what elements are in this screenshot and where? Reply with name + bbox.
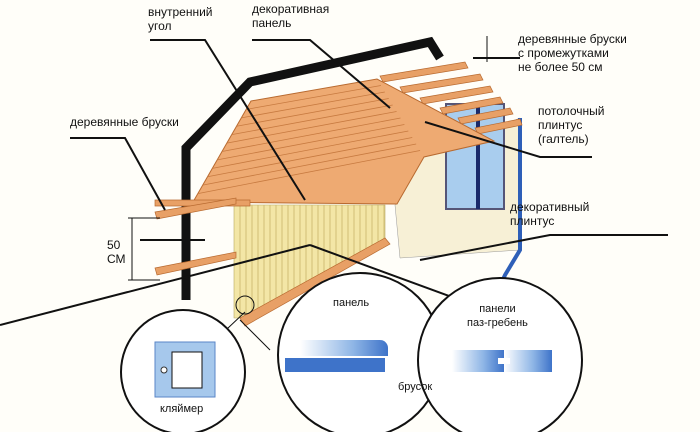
- ceiling-panel-seam: [207, 137, 413, 178]
- label-ceiling-battens: деревянные бруски с промежутками не боле…: [518, 32, 627, 74]
- label-batten: брусок: [398, 381, 433, 393]
- label-clip: кляймер: [160, 403, 204, 415]
- ceiling-panel-seam: [246, 85, 381, 110]
- ceiling-panel-seam: [202, 143, 417, 186]
- wall-battens: [154, 197, 251, 276]
- ceiling-panel-seam: [236, 98, 389, 127]
- label-tongue-groove: панели паз-гребень: [467, 303, 528, 329]
- leader-lines: [0, 39, 668, 326]
- dimension-50cm: [128, 36, 488, 281]
- ceiling-battens: [379, 61, 523, 135]
- ceiling-panel-seam: [197, 150, 421, 194]
- ceiling-panel-seam: [241, 91, 385, 119]
- wall-outline: [181, 36, 444, 300]
- label-wall-battens: деревянные бруски: [70, 115, 179, 129]
- ceiling-panel-seam: [217, 124, 405, 161]
- label-decorative-plinth: декоративный плинтус: [510, 200, 590, 228]
- ceiling-panel-seam: [221, 117, 401, 152]
- label-decorative-panel: декоративная панель: [252, 2, 330, 30]
- label-inner-corner: внутренний угол: [148, 5, 213, 33]
- label-panel: панель: [333, 297, 370, 309]
- ceiling-panel-seam: [212, 130, 409, 169]
- ceiling-panel-seam: [231, 104, 393, 136]
- label-spacing: 50 СМ: [107, 238, 126, 266]
- ceiling-panel-seam: [226, 111, 397, 144]
- label-ceiling-plinth: потолочный плинтус (галтель): [538, 104, 605, 146]
